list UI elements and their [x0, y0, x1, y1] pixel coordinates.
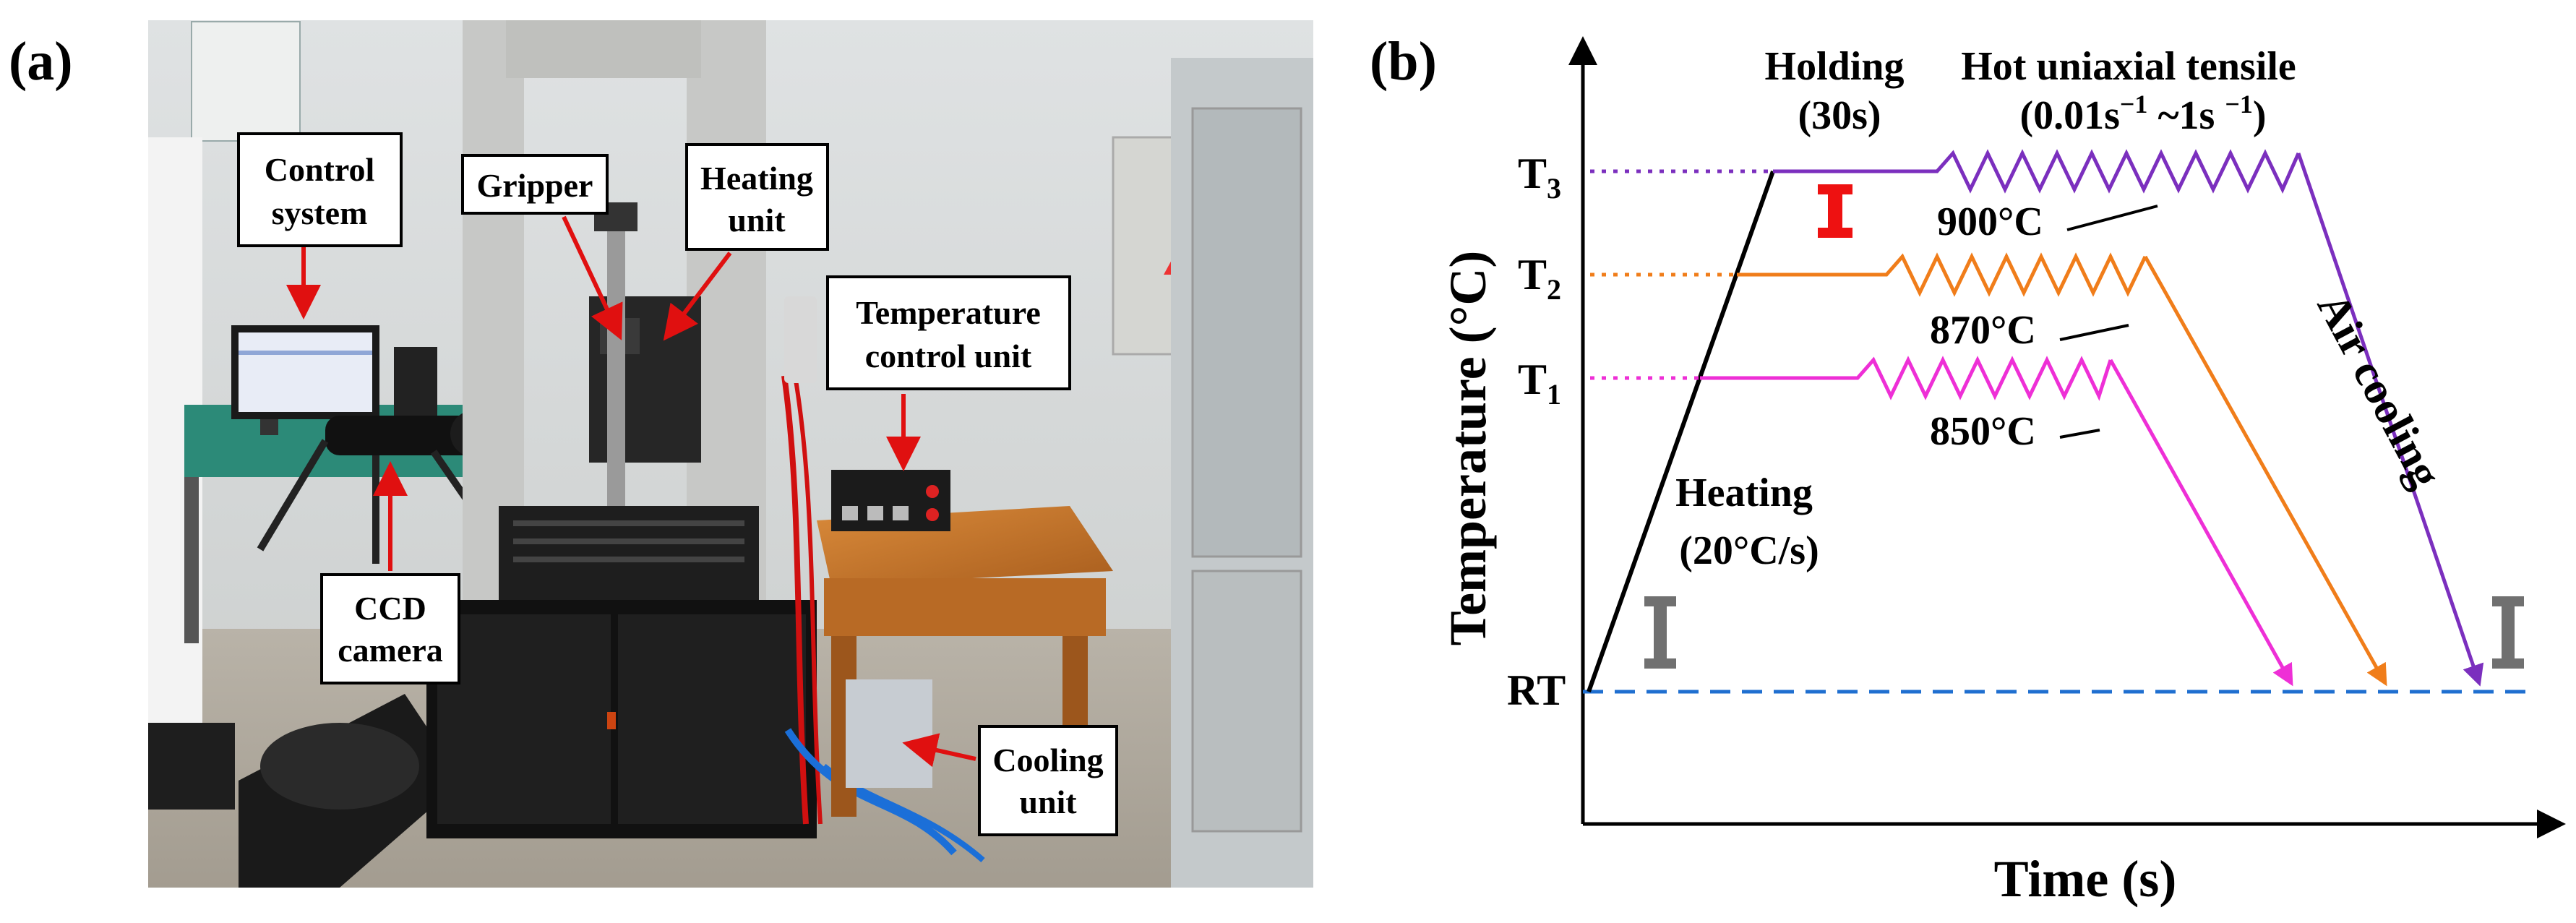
callout-label-line: unit [728, 202, 786, 239]
t2-profile [1737, 252, 2147, 297]
y-axis-label: Temperature (°C) [1439, 251, 1497, 646]
arrow-gripper [562, 215, 623, 340]
x-axis-label: Time (s) [1994, 850, 2177, 908]
specimen-hot-icon [1818, 184, 1852, 238]
arrow-heating-unit [663, 252, 732, 341]
callout-label-line: unit [1019, 784, 1077, 820]
callout-gripper: Gripper [461, 154, 609, 215]
t3-cooling-line [2296, 153, 2484, 687]
level-label-t1: T1 [1518, 356, 1561, 411]
level-label-rt: RT [1507, 666, 1566, 714]
temp-label-870: 870°C [1930, 308, 2036, 353]
arrow-cooling-unit [902, 733, 976, 768]
specimen-cold-icon [2492, 596, 2524, 669]
callout-heating-unit: Heating unit [685, 143, 829, 251]
callout-label-line: Cooling [992, 742, 1103, 778]
callout-label-line: control unit [865, 338, 1032, 374]
t3-profile [1773, 149, 2301, 194]
t1-profile [1700, 356, 2113, 401]
callout-temperature-control-unit: Temperature control unit [826, 275, 1071, 390]
level-label-t3: T3 [1518, 150, 1561, 205]
level-label-t2: T2 [1518, 251, 1561, 306]
callout-label-line: Control [265, 151, 375, 188]
temp-leader-850 [2059, 429, 2100, 439]
temp-label-900: 900°C [1937, 199, 2043, 244]
callout-label-line: system [272, 194, 368, 231]
panel-b-label: (b) [1370, 31, 1437, 92]
temp-leader-900 [2066, 205, 2158, 231]
temp-label-850: 850°C [1930, 409, 2036, 454]
strain-rate-label: (0.01s−1 ~1s −1) [2019, 90, 2266, 138]
callout-control-system: Control system [237, 132, 403, 247]
callout-label-line: Gripper [477, 167, 593, 204]
tensile-label: Hot uniaxial tensile [1961, 44, 2296, 89]
panel-a-label: (a) [9, 31, 73, 92]
heating-label: Heating (20°C/s) [1675, 471, 1823, 573]
holding-label: Holding (30s) [1765, 44, 1915, 138]
callout-label-line: camera [338, 632, 443, 669]
callout-label-line: Temperature [856, 294, 1041, 331]
callout-label-line: CCD [354, 590, 426, 627]
t1-cooling-line [2108, 359, 2293, 687]
temp-leader-870 [2059, 324, 2129, 341]
callout-cooling-unit: Cooling unit [978, 725, 1118, 836]
specimen-cold-icon [1644, 596, 1676, 669]
callout-ccd-camera: CCD camera [320, 573, 460, 684]
heating-line [1587, 170, 1775, 693]
air-cooling-label: Air cooling [2308, 286, 2451, 496]
t2-cooling-line [2143, 255, 2387, 687]
callout-label-line: Heating [700, 160, 813, 197]
